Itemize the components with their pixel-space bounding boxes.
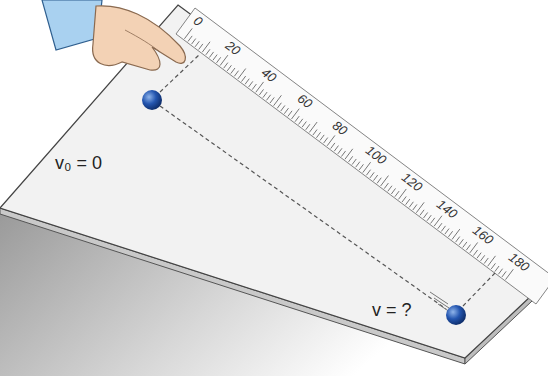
ruler-tick xyxy=(249,81,253,87)
ruler-tick xyxy=(288,111,292,117)
ruler-tick xyxy=(441,226,445,232)
ruler-tick xyxy=(281,105,285,111)
velocity-label: v = ? xyxy=(372,300,412,321)
ruler-tick xyxy=(406,199,410,205)
ruler-tick xyxy=(484,258,488,264)
ball-start xyxy=(142,90,162,110)
ruler-tick xyxy=(445,229,449,235)
ruler-tick xyxy=(299,119,303,125)
ruler-tick xyxy=(252,84,256,90)
board-top xyxy=(0,5,548,358)
ruler-tick xyxy=(316,132,320,138)
ruler-tick xyxy=(391,188,395,194)
ruler-tick xyxy=(209,52,213,58)
ruler-tick xyxy=(270,97,274,103)
ruler-tick xyxy=(463,242,467,248)
ruler-tick xyxy=(477,253,481,259)
ruler-tick xyxy=(302,122,306,128)
ruler-tick xyxy=(245,79,249,85)
ruler-tick xyxy=(370,172,374,178)
ruler-tick xyxy=(331,143,335,149)
ruler-tick xyxy=(227,65,231,71)
ruler-tick xyxy=(199,44,203,50)
ruler-tick xyxy=(359,164,363,170)
ruler-tick xyxy=(284,108,288,114)
ruler-tick xyxy=(427,215,431,221)
ruler-tick xyxy=(234,71,238,77)
ruler-tick xyxy=(192,39,196,45)
hand xyxy=(93,6,186,70)
ruler-tick xyxy=(420,210,424,216)
ruler-ticks xyxy=(184,28,513,279)
ruler-tick xyxy=(448,231,452,237)
ruler-tick xyxy=(384,183,388,189)
end-mark-line xyxy=(463,273,495,306)
ruler-tick xyxy=(320,135,324,141)
ruler-tick xyxy=(338,148,342,154)
ruler-tick xyxy=(431,218,435,224)
path-line xyxy=(160,106,446,309)
ruler-tick xyxy=(306,124,310,130)
ruler-tick xyxy=(456,237,460,243)
ruler-tick xyxy=(413,204,417,210)
ruler-tick xyxy=(356,162,360,168)
ruler-tick xyxy=(241,76,245,82)
ruler-tick xyxy=(213,55,217,61)
ruler-tick xyxy=(206,49,210,55)
ruler-strip xyxy=(176,8,548,304)
ruler-tick xyxy=(491,263,495,269)
ruler-tick xyxy=(217,57,221,63)
ruler-tick xyxy=(195,41,199,47)
ruler-tick xyxy=(231,68,235,74)
ruler-tick xyxy=(374,175,378,181)
ball-end xyxy=(446,305,466,325)
ruler-tick xyxy=(295,116,299,122)
ruler-tick xyxy=(341,151,345,157)
ruler-tick xyxy=(438,223,442,229)
ruler-tick xyxy=(466,245,470,251)
ruler-tick xyxy=(188,36,192,42)
ruler-tick xyxy=(423,212,427,218)
ruler-tick xyxy=(349,156,353,162)
ruler-tick xyxy=(366,170,370,176)
ruler-tick xyxy=(388,186,392,192)
ruler-tick xyxy=(263,92,267,98)
ruler-tick xyxy=(402,196,406,202)
ruler-tick xyxy=(459,239,463,245)
ruler-tick xyxy=(498,269,502,275)
ruler-tick xyxy=(495,266,499,272)
ruler-tick xyxy=(352,159,356,165)
ruler-tick xyxy=(334,146,338,152)
ruler-tick xyxy=(481,255,485,261)
motion-streaks xyxy=(430,292,450,312)
ruler-tick xyxy=(502,271,506,277)
ruler-tick xyxy=(506,269,514,279)
ruler-tick xyxy=(313,130,317,136)
ruler-tick xyxy=(266,95,270,101)
ruler-tick xyxy=(377,178,381,184)
ruler-tick xyxy=(259,89,263,95)
velocity-label: v₀ = 0 xyxy=(55,153,102,174)
ruler-tick xyxy=(473,250,477,256)
ruler-tick xyxy=(395,191,399,197)
ruler-tick xyxy=(409,202,413,208)
start-mark-line xyxy=(160,54,200,92)
finger-line xyxy=(125,30,160,52)
ruler-tick xyxy=(324,138,328,144)
ruler-tick xyxy=(224,63,228,69)
ruler-tick xyxy=(277,103,281,109)
